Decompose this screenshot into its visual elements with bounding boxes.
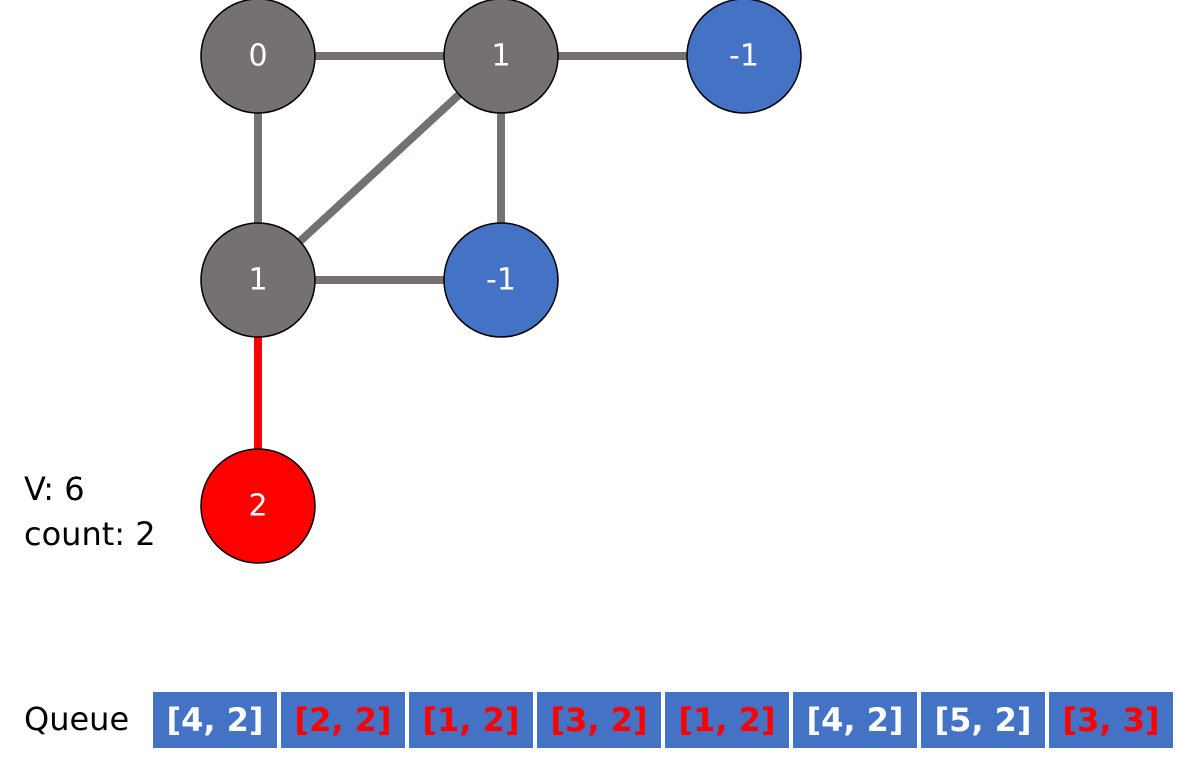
graph-node-2: -1 — [686, 0, 802, 114]
graph-diagram: 0 1 -1 1 -1 2 — [200, 0, 802, 564]
queue-item: [4, 2] — [793, 692, 917, 748]
queue-item: [1, 2] — [409, 692, 533, 748]
node-circle — [443, 0, 559, 114]
queue-item: [3, 3] — [1049, 692, 1173, 748]
nodes-layer: 0 1 -1 1 -1 2 — [200, 0, 802, 564]
node-circle — [686, 0, 802, 114]
node-circle — [200, 222, 316, 338]
graph-node-1: 1 — [443, 0, 559, 114]
node-label: 2 — [248, 489, 267, 524]
node-circle — [200, 0, 316, 114]
queue-item: [4, 2] — [153, 692, 277, 748]
queue-item: [2, 2] — [281, 692, 405, 748]
graph-node-0: 0 — [200, 0, 316, 114]
queue-item: [3, 2] — [537, 692, 661, 748]
node-label: -1 — [729, 39, 759, 74]
count-text: count: 2 — [24, 515, 156, 553]
graph-node-4: -1 — [443, 222, 559, 338]
graph-node-3: 1 — [200, 222, 316, 338]
node-label: 1 — [491, 39, 510, 74]
queue-item: [1, 2] — [665, 692, 789, 748]
node-label: 0 — [248, 39, 267, 74]
queue-item: [5, 2] — [921, 692, 1045, 748]
vertex-count-text: V: 6 — [24, 470, 85, 508]
queue: [4, 2][2, 2][1, 2][3, 2][1, 2][4, 2][5, … — [153, 692, 1173, 748]
node-circle — [200, 448, 316, 564]
node-label: -1 — [486, 263, 516, 298]
graph-node-5: 2 — [200, 448, 316, 564]
node-label: 1 — [248, 263, 267, 298]
queue-label: Queue — [24, 700, 130, 738]
node-circle — [443, 222, 559, 338]
